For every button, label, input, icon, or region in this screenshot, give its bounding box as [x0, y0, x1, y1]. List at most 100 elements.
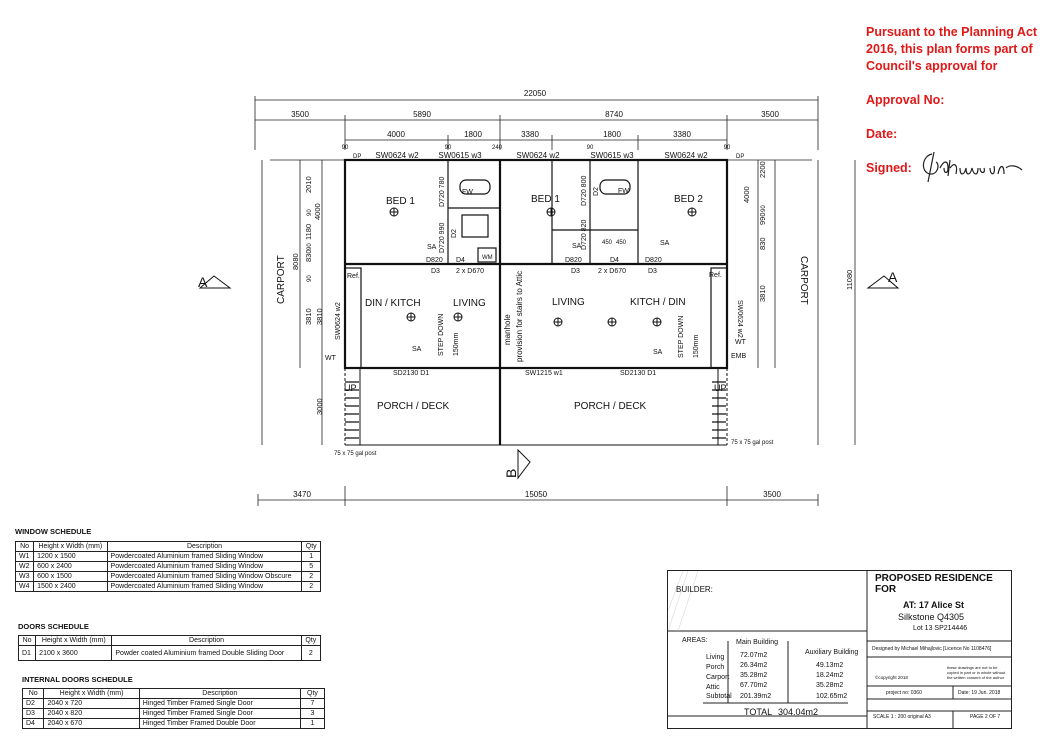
ids-cell: Hinged Timber Framed Single Door [138, 698, 301, 709]
label-sa-2: SA [572, 243, 582, 250]
label-fw-right: FW [618, 188, 629, 195]
floor-plan: 22050 3500 5890 8740 3500 4000 1800 3380… [198, 89, 900, 506]
ds-header-size: Height x Width (mm) [35, 635, 113, 646]
ids-header-no: No [21, 688, 45, 699]
ws-cell: Powdercoated Aluminium framed Sliding Wi… [106, 551, 303, 562]
label-up-right: UP [714, 383, 727, 393]
label-step-down-right: STEP DOWN [678, 316, 685, 358]
page-number: PAGE 2 OF 7 [970, 714, 1001, 720]
label-wt-right: WT [735, 339, 747, 346]
area-name: Attic [706, 684, 720, 691]
room-carport-right: CARPORT [798, 256, 809, 305]
dim-right-f: 11080 [845, 270, 854, 290]
room-bed1-left: BED 1 [386, 196, 415, 207]
area-aux: 49.13m2 [816, 662, 844, 669]
label-sa-5: SA [653, 349, 663, 356]
label-manhole: manhole [503, 314, 512, 345]
label-450-a: 450 [602, 240, 613, 246]
ids-header-size: Height x Width (mm) [43, 688, 140, 699]
label-d820-left: D820 [426, 257, 443, 264]
label-step-mm-right: 150mm [693, 334, 700, 358]
room-carport-left: CARPORT [276, 255, 287, 304]
area-aux: 35.28m2 [816, 682, 844, 689]
label-d2-left: D2 [451, 229, 458, 238]
table-row: W4 1500 x 2400 Powdercoated Aluminium fr… [14, 581, 321, 592]
project-lot: Lot 13 SP214446 [913, 625, 968, 632]
subtotal-aux: 102.65m2 [816, 693, 848, 700]
table-row: W2 600 x 2400 Powdercoated Aluminium fra… [14, 561, 321, 572]
room-living-left: LIVING [453, 298, 486, 309]
label-d4-left: D4 [456, 257, 465, 264]
dim-small-a: 90 [342, 145, 349, 151]
ids-cell: D3 [21, 708, 45, 719]
dim-top-d: 3500 [761, 110, 779, 119]
copy-note: these drawings are not to be copied in p… [947, 665, 1006, 680]
label-ref-right: Ref. [709, 272, 722, 279]
area-aux-values: 49.13m2 18.24m2 35.28m2 [816, 661, 843, 691]
dim-right-a: 2200 [758, 161, 767, 178]
ids-cell: 2040 x 720 [43, 698, 140, 709]
dim-right-e: 3810 [758, 285, 767, 302]
ws-cell: 5 [301, 561, 321, 572]
label-d670-right: 2 x D670 [598, 268, 626, 275]
ids-cell: 2040 x 820 [43, 708, 140, 719]
label-d3-left: D3 [431, 268, 440, 275]
ds-header-qty: Qty [300, 635, 322, 646]
dim-small-d: 90 [587, 145, 594, 151]
dim-sub-b: 1800 [464, 130, 482, 139]
dim-left-g: 3810 [315, 308, 324, 325]
label-sa-3: SA [660, 240, 670, 247]
label-sw0624-left: SW0624 w2 [335, 302, 342, 340]
room-din-kitch: DIN / KITCH [365, 298, 421, 309]
table-row: D1 2100 x 3600 Powder coated Aluminium f… [17, 645, 322, 661]
label-d820-right: D820 [565, 257, 582, 264]
ws-cell: W2 [14, 561, 35, 572]
aux-building-header: Auxiliary Building [805, 649, 859, 656]
label-fw-left: FW [462, 189, 473, 196]
builder-label: BUILDER: [676, 585, 713, 594]
area-names: Living Porch Carport Attic [706, 653, 729, 693]
window-label-2: SW0615 w3 [438, 151, 482, 160]
ws-cell: 600 x 1500 [33, 571, 108, 582]
approval-line-3: Council's approval for [866, 59, 998, 73]
label-step-mm-left: 150mm [453, 332, 460, 356]
total-label: TOTAL [744, 707, 773, 717]
approval-line-2: 2016, this plan forms part of [866, 42, 1033, 56]
ids-cell: 3 [299, 708, 326, 719]
total-value: 304.04m2 [778, 707, 819, 717]
dim-small-b: 90 [445, 145, 452, 151]
approval-stamp: Pursuant to the Planning Act 2016, this … [866, 24, 1037, 177]
label-wt-left: WT [325, 355, 337, 362]
ids-cell: 2040 x 670 [43, 718, 140, 729]
ws-cell: 2 [301, 571, 321, 582]
project-address: AT: 17 Alice St [903, 600, 965, 610]
ws-cell: 600 x 2400 [33, 561, 108, 572]
label-gal-post-left: 75 x 75 gal post [334, 451, 377, 457]
label-d720-780: D720 780 [439, 177, 446, 207]
label-d720-800: D720 800 [581, 176, 588, 206]
title-block: BUILDER: PROPOSED RESIDENCE FOR AT: 17 A… [667, 570, 1012, 729]
room-bed2: BED 2 [674, 194, 703, 205]
ws-cell: W3 [14, 571, 35, 582]
ids-cell: D2 [21, 698, 45, 709]
area-name: Carport [706, 674, 730, 681]
dim-bottom-a: 3470 [293, 490, 311, 499]
table-row: W1 1200 x 1500 Powdercoated Aluminium fr… [14, 551, 321, 562]
label-d2-right: D2 [593, 187, 600, 196]
approval-date-label: Date: [866, 127, 898, 141]
window-label-4: SW0615 w3 [590, 151, 634, 160]
approval-signed-label: Signed: [866, 161, 912, 175]
area-main: 26.34m2 [740, 662, 768, 669]
label-sw1215: SW1215 w1 [525, 370, 563, 377]
approval-line-1: Pursuant to the Planning Act [866, 25, 1038, 39]
room-bed1-right: BED 1 [531, 194, 560, 205]
label-d670-left: 2 x D670 [456, 268, 484, 275]
ids-cell: D4 [21, 718, 45, 729]
label-step-down-left: STEP DOWN [438, 314, 445, 356]
room-kitch-din: KITCH / DIN [630, 297, 686, 308]
table-row: W3 600 x 1500 Powdercoated Aluminium fra… [14, 571, 321, 582]
section-marker-a-left: A [198, 274, 208, 290]
ds-cell: 2100 x 3600 [35, 645, 113, 661]
ws-cell: Powdercoated Aluminium framed Sliding Wi… [106, 571, 303, 582]
area-name: Living [706, 654, 725, 661]
